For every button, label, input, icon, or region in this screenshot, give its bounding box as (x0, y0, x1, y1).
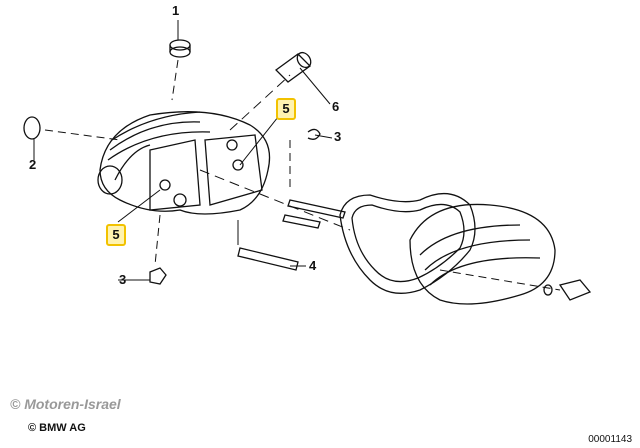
nut-part-3-bottom (149, 267, 167, 285)
clip-part-3-top (307, 128, 321, 140)
ring-part-2 (23, 116, 41, 140)
cylinder-head (97, 111, 271, 215)
callout-2[interactable]: 2 (29, 157, 37, 172)
callout-6[interactable]: 6 (332, 99, 340, 114)
copyright: © BMW AG (28, 422, 86, 434)
callout-5-highlighted[interactable]: 5 (106, 224, 126, 246)
callout-3[interactable]: 3 (119, 272, 127, 287)
sleeve-part-6 (275, 51, 312, 83)
callout-1[interactable]: 1 (172, 3, 180, 18)
callout-3[interactable]: 3 (334, 129, 342, 144)
valve-cover (339, 193, 592, 305)
diagram-number: 00001143 (588, 434, 632, 445)
callout-4[interactable]: 4 (309, 258, 317, 273)
watermark: © Motoren-Israel (10, 396, 121, 412)
studs (237, 199, 346, 271)
seal-ring-part-1 (169, 39, 191, 58)
callout-5-highlighted[interactable]: 5 (276, 98, 296, 120)
leader-lines (33, 20, 561, 291)
